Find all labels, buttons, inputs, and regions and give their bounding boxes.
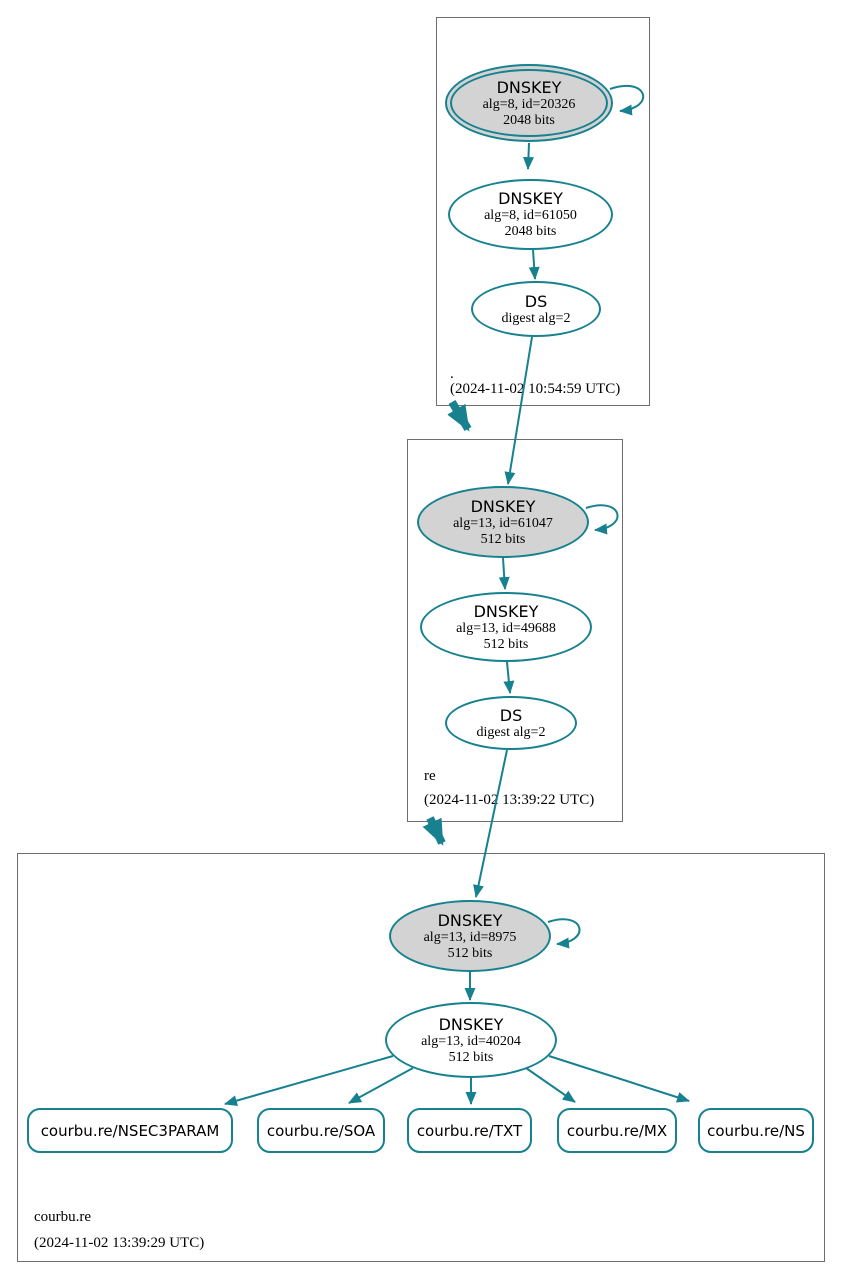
node-re-ksk: DNSKEY alg=13, id=61047 512 bits (417, 486, 589, 558)
rrset-mx: courbu.re/MX (557, 1108, 677, 1153)
node-re-ds-title: DS (499, 705, 523, 725)
node-courbu-ksk: DNSKEY alg=13, id=8975 512 bits (389, 900, 551, 972)
rrset-nsec3param-label: courbu.re/NSEC3PARAM (40, 1121, 220, 1140)
rrset-ns-label: courbu.re/NS (707, 1121, 805, 1140)
node-re-ksk-title: DNSKEY (470, 496, 536, 516)
rrset-txt-label: courbu.re/TXT (416, 1121, 523, 1140)
node-root-ds-detail1: digest alg=2 (501, 310, 571, 326)
node-root-ds: DS digest alg=2 (471, 281, 601, 337)
node-root-ksk: DNSKEY alg=8, id=20326 2048 bits (445, 64, 613, 142)
edge-delegation-root-to-re (447, 399, 472, 432)
zone-name-courbu-re: courbu.re (34, 1209, 92, 1225)
node-root-zsk-detail2: 2048 bits (504, 224, 557, 239)
node-re-ksk-detail1: alg=13, id=61047 (453, 515, 553, 531)
node-courbu-ksk-detail1: alg=13, id=8975 (423, 929, 517, 945)
rrset-soa-label: courbu.re/SOA (266, 1121, 376, 1140)
node-re-ksk-detail2: 512 bits (480, 531, 526, 547)
node-re-ds-detail1: digest alg=2 (476, 724, 546, 740)
node-re-zsk-title: DNSKEY (473, 601, 539, 621)
node-courbu-zsk: DNSKEY alg=13, id=40204 512 bits (385, 1002, 557, 1078)
node-re-zsk: DNSKEY alg=13, id=49688 512 bits (420, 592, 592, 662)
node-root-zsk-detail1: alg=8, id=61050 (484, 208, 577, 223)
rrset-nsec3param: courbu.re/NSEC3PARAM (27, 1108, 233, 1153)
rrset-ns: courbu.re/NS (698, 1108, 814, 1153)
node-root-zsk: DNSKEY alg=8, id=61050 2048 bits (448, 179, 613, 250)
rrset-soa: courbu.re/SOA (257, 1108, 385, 1153)
rrset-txt: courbu.re/TXT (407, 1108, 532, 1153)
node-courbu-zsk-detail1: alg=13, id=40204 (421, 1033, 521, 1049)
zone-timestamp-re: (2024-11-02 13:39:22 UTC) (424, 792, 595, 808)
node-root-ksk-detail2: 2048 bits (503, 112, 555, 128)
node-courbu-ksk-title: DNSKEY (437, 910, 503, 930)
node-courbu-zsk-detail2: 512 bits (448, 1049, 494, 1065)
node-root-ksk-title: DNSKEY (496, 77, 562, 97)
node-re-zsk-detail1: alg=13, id=49688 (456, 620, 556, 636)
zone-name-root: . (450, 366, 454, 382)
node-root-ds-title: DS (524, 291, 548, 311)
zone-timestamp-root: (2024-11-02 10:54:59 UTC) (450, 381, 621, 397)
zone-timestamp-courbu-re: (2024-11-02 13:39:29 UTC) (34, 1235, 205, 1251)
node-re-ds: DS digest alg=2 (445, 696, 577, 750)
node-root-zsk-title: DNSKEY (498, 189, 563, 208)
zone-name-re: re (424, 768, 436, 784)
node-re-zsk-detail2: 512 bits (483, 636, 529, 652)
node-root-ksk-detail1: alg=8, id=20326 (482, 96, 576, 112)
node-courbu-zsk-title: DNSKEY (438, 1014, 504, 1034)
rrset-mx-label: courbu.re/MX (566, 1121, 668, 1140)
node-courbu-ksk-detail2: 512 bits (447, 945, 493, 961)
